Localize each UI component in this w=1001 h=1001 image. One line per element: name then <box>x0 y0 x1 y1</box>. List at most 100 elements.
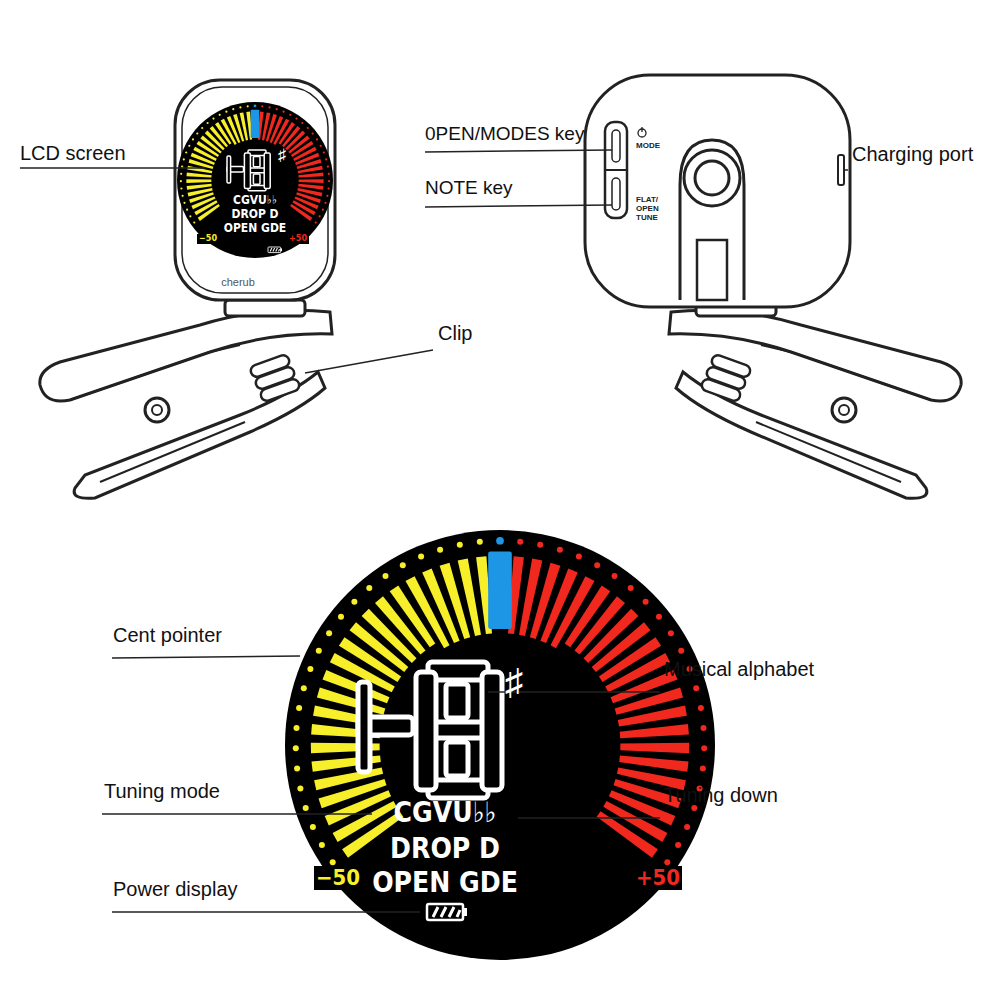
part-label: Power display <box>113 878 238 900</box>
cent-dot <box>289 114 291 116</box>
cent-bar <box>530 563 561 639</box>
cent-bar <box>298 172 323 177</box>
cent-dot <box>182 195 184 197</box>
brand-mark: cherub <box>221 276 255 288</box>
screen-text: OPEN GDE <box>372 868 518 899</box>
cent-dot <box>328 180 330 182</box>
cent-dot <box>664 859 670 865</box>
scale-number: +50 <box>287 234 309 244</box>
center-bar <box>488 552 512 629</box>
cent-dot <box>201 127 203 129</box>
sharp-sign: ♯ <box>505 662 523 702</box>
cent-dot <box>293 745 299 751</box>
scale-number: +50 <box>634 866 682 890</box>
part-label: Clip <box>438 322 472 344</box>
cent-dot <box>457 542 463 548</box>
cent-dot <box>323 151 325 153</box>
cent-dot <box>310 824 316 830</box>
cent-dot <box>189 215 191 217</box>
cent-dot <box>326 195 328 197</box>
cent-dot <box>328 187 330 189</box>
part-label: Musical alphabet <box>664 658 814 680</box>
cent-dot <box>322 209 324 211</box>
screen-text: DROP D <box>231 208 278 221</box>
cent-dot <box>693 685 699 691</box>
cent-dot <box>247 105 249 107</box>
cent-dot <box>297 785 303 791</box>
part-label: Charging port <box>852 143 973 165</box>
cent-dot <box>643 599 649 605</box>
center-bar <box>251 110 260 138</box>
cent-dot <box>351 599 357 605</box>
cent-bar <box>186 179 211 183</box>
cent-dot <box>594 562 600 568</box>
cent-dot <box>185 151 187 153</box>
cent-dot <box>180 187 182 189</box>
screen-text: DROP D <box>390 834 500 865</box>
cent-dot <box>701 745 707 751</box>
cent-dot <box>301 122 303 124</box>
cent-dot <box>295 118 297 120</box>
cent-dot <box>330 859 336 865</box>
part-label: 0PEN/MODES key <box>425 124 584 145</box>
screen-text: CGVU♭♭ <box>394 798 497 829</box>
cent-dot <box>312 132 314 134</box>
scale-number: −50 <box>314 866 362 890</box>
cent-dot <box>193 221 195 223</box>
cent-dot <box>319 842 325 848</box>
cent-dot <box>517 539 523 545</box>
button-text: FLAT/ OPEN TUNE <box>636 196 670 222</box>
cent-dot <box>611 573 617 579</box>
cent-dot <box>186 209 188 211</box>
cent-dot <box>261 105 263 107</box>
cent-dot <box>437 547 443 553</box>
cent-dot <box>225 111 227 113</box>
cent-bar <box>187 166 212 174</box>
part-label: LCD screen <box>20 142 126 164</box>
cent-bar <box>618 706 687 727</box>
cent-dot <box>668 630 674 636</box>
cent-dot <box>477 539 483 545</box>
cent-dot <box>316 138 318 140</box>
cent-dot <box>338 614 344 620</box>
cent-dot <box>239 106 241 108</box>
cent-dot <box>293 725 299 731</box>
cent-dot <box>684 824 690 830</box>
cent-dot <box>283 111 285 113</box>
cent-dot <box>180 180 182 182</box>
cent-dot <box>418 554 424 560</box>
cent-bar <box>198 204 220 221</box>
cent-bar <box>296 192 321 203</box>
cent-dot <box>276 108 278 110</box>
cent-dot <box>196 132 198 134</box>
cent-dot <box>319 215 321 217</box>
cent-dot <box>537 542 543 548</box>
cent-dot <box>382 573 388 579</box>
cent-dot <box>576 554 582 560</box>
cent-dot <box>192 138 194 140</box>
screen-text: CGVU♭♭ <box>233 194 277 207</box>
cent-dot <box>307 127 309 129</box>
cent-dot <box>315 221 317 223</box>
cent-bar <box>290 204 312 221</box>
cent-dot <box>207 122 209 124</box>
cent-dot <box>400 562 406 568</box>
cent-dot <box>700 765 706 771</box>
cent-bar <box>620 724 689 738</box>
part-label: Cent pointer <box>113 624 222 646</box>
cent-dot <box>327 166 329 168</box>
cent-bar <box>298 184 323 190</box>
cent-dot <box>212 118 214 120</box>
cent-dot <box>328 173 330 175</box>
cent-dot <box>557 547 563 553</box>
cent-bar <box>440 563 471 639</box>
cent-bar <box>187 172 212 177</box>
cent-bar <box>187 184 212 190</box>
cent-dot <box>294 765 300 771</box>
cent-dot <box>366 585 372 591</box>
cent-dot <box>678 648 684 654</box>
cent-dot <box>183 158 185 160</box>
sharp-sign: ♯ <box>278 146 286 164</box>
cent-dot <box>675 842 681 848</box>
